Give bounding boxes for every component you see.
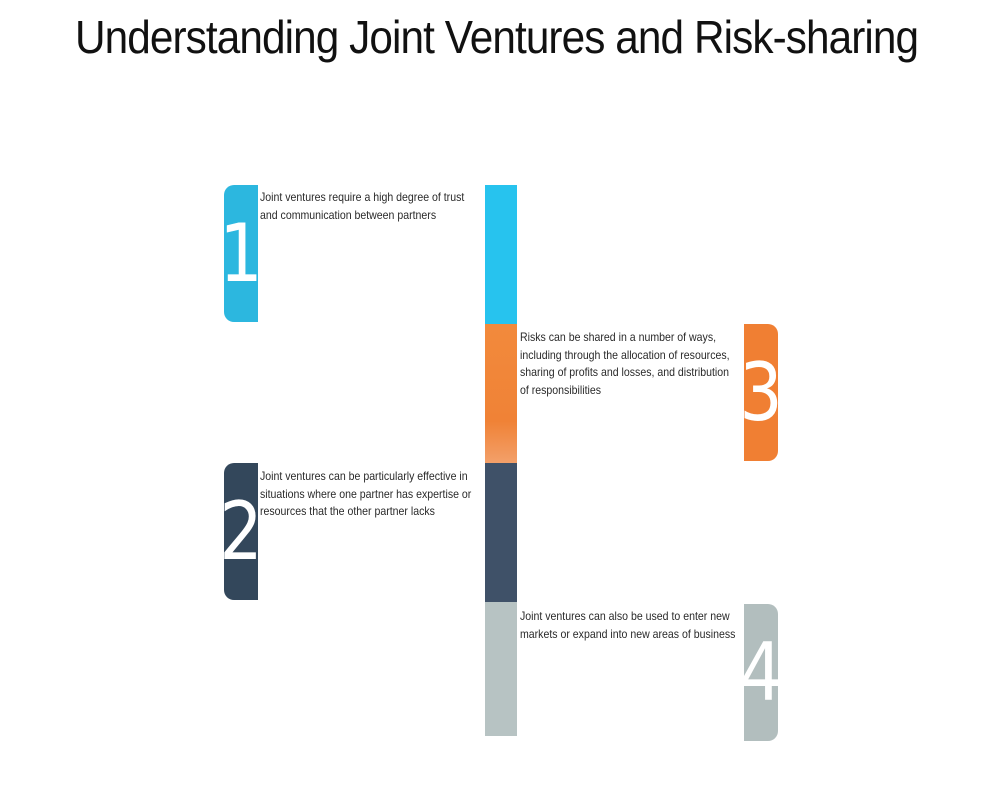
step-1-text: Joint ventures require a high degree of … xyxy=(260,190,465,222)
step-3-number-tab: 3 xyxy=(744,324,778,461)
step-2-number-tab: 2 xyxy=(224,463,258,600)
slide-title: Understanding Joint Ventures and Risk-sh… xyxy=(75,11,919,63)
timeline-segment-3 xyxy=(485,324,517,463)
step-1-number-tab: 1 xyxy=(224,185,258,322)
timeline-segment-2 xyxy=(485,463,517,602)
step-3-text: Risks can be shared in a number of ways,… xyxy=(520,330,730,397)
timeline-segment-1 xyxy=(485,185,517,324)
step-4-number: 4 xyxy=(744,632,778,713)
step-4-number-tab: 4 xyxy=(744,604,778,741)
timeline-segment-4 xyxy=(485,602,517,736)
step-1-number: 1 xyxy=(224,213,258,294)
step-2-number: 2 xyxy=(224,491,258,572)
step-3-number: 3 xyxy=(744,352,778,433)
step-4-text: Joint ventures can also be used to enter… xyxy=(520,609,736,641)
step-2-text: Joint ventures can be particularly effec… xyxy=(260,469,472,518)
